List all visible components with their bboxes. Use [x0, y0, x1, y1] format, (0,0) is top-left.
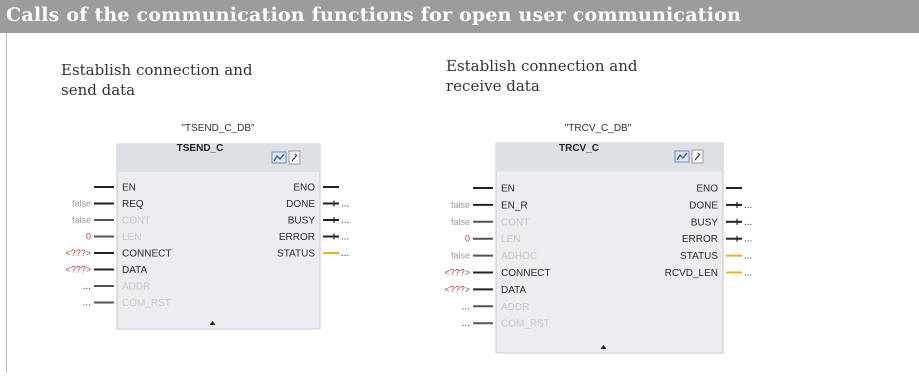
left-output-pin-error: ERROR	[279, 232, 315, 243]
wrench-icon	[288, 150, 301, 165]
right-input-value-addr: ...	[462, 301, 470, 312]
left-input-value-addr: ...	[83, 281, 91, 292]
right-input-value-en_r: false	[451, 200, 470, 210]
right-input-pin-data: DATA	[501, 285, 527, 296]
right-output-pin-status: STATUS	[680, 251, 718, 262]
right-output-pin-error: ERROR	[682, 234, 718, 245]
left-output-value-done: ...	[341, 199, 349, 210]
right-input-value-com_rst: ...	[462, 318, 470, 329]
right-input-value-connect: <???>	[444, 268, 470, 278]
left-input-pin-req: REQ	[122, 199, 144, 210]
right-caption: Establish connection and receive data	[446, 56, 637, 96]
left-input-value-data: <???>	[65, 265, 91, 275]
right-input-pin-len: LEN	[501, 234, 520, 245]
left-caption-line1: Establish connection and	[61, 61, 253, 79]
right-function-block: "TRCV_C_DB"TRCV_CENEN_RfalseCONTfalseLEN…	[444, 123, 752, 354]
wrench-icon-glyph	[291, 153, 298, 162]
left-input-pin-data: DATA	[122, 265, 148, 276]
left-input-pin-connect: CONNECT	[122, 249, 171, 260]
right-input-pin-cont: CONT	[501, 217, 529, 228]
right-input-pin-connect: CONNECT	[501, 268, 550, 279]
left-input-pin-com_rst: COM_RST	[122, 298, 171, 309]
left-input-pin-en: EN	[122, 183, 136, 194]
right-input-pin-en: EN	[501, 184, 515, 195]
left-input-pin-addr: ADDR	[122, 282, 150, 293]
left-input-value-len: 0	[86, 232, 91, 242]
right-output-value-rcvd_len: ...	[744, 268, 752, 279]
left-output-pin-busy: BUSY	[288, 216, 316, 227]
right-input-pin-adhoc: ADHOC	[501, 251, 537, 262]
network-icon	[674, 150, 690, 163]
right-output-value-busy: ...	[744, 217, 752, 228]
page-title: Calls of the communication functions for…	[6, 4, 741, 26]
right-block-body	[495, 142, 724, 354]
title-bar: Calls of the communication functions for…	[0, 0, 919, 33]
right-block-type-label: TRCV_C	[559, 143, 599, 154]
right-input-pin-en_r: EN_R	[501, 200, 528, 211]
left-input-pin-len: LEN	[122, 232, 141, 243]
right-caption-line1: Establish connection and	[446, 57, 638, 75]
left-caption: Establish connection and send data	[61, 60, 252, 100]
right-output-pin-rcvd_len: RCVD_LEN	[665, 268, 718, 279]
network-icon-glyph	[676, 152, 688, 161]
left-instance-db-label: "TSEND_C_DB"	[181, 123, 255, 134]
left-output-value-busy: ...	[341, 215, 349, 226]
network-icon-glyph	[273, 153, 285, 162]
right-output-pin-eno: ENO	[696, 184, 718, 195]
network-icon	[271, 151, 287, 164]
left-output-value-error: ...	[341, 232, 349, 243]
left-block-body	[116, 143, 321, 330]
right-output-value-done: ...	[744, 200, 752, 211]
left-input-value-cont: false	[72, 215, 91, 225]
left-output-value-status: ...	[341, 248, 349, 259]
wrench-icon	[691, 149, 704, 164]
right-instance-db-label: "TRCV_C_DB"	[565, 123, 632, 134]
right-input-pin-addr: ADDR	[501, 302, 529, 313]
left-output-pin-eno: ENO	[293, 183, 315, 194]
left-input-value-req: false	[72, 199, 91, 209]
left-function-block: "TSEND_C_DB"TSEND_CENREQfalseCONTfalseLE…	[65, 123, 349, 330]
left-input-value-com_rst: ...	[83, 298, 91, 309]
right-output-value-error: ...	[744, 234, 752, 245]
left-input-value-connect: <???>	[65, 248, 91, 258]
right-output-pin-done: DONE	[689, 200, 718, 211]
left-caption-line2: send data	[61, 81, 136, 99]
right-input-value-adhoc: false	[451, 251, 470, 261]
left-output-pin-status: STATUS	[277, 249, 315, 260]
left-output-pin-done: DONE	[286, 199, 315, 210]
left-block-type-label: TSEND_C	[177, 143, 224, 154]
left-rule	[6, 33, 7, 373]
right-input-pin-com_rst: COM_RST	[501, 319, 550, 330]
right-output-value-status: ...	[744, 251, 752, 262]
right-input-value-cont: false	[451, 217, 470, 227]
left-expand-arrow-icon	[209, 321, 216, 325]
right-input-value-len: 0	[465, 234, 470, 244]
right-expand-arrow-icon	[600, 345, 607, 349]
left-input-pin-cont: CONT	[122, 216, 150, 227]
wrench-icon-glyph	[694, 152, 701, 161]
right-input-value-data: <???>	[444, 284, 470, 294]
right-output-pin-busy: BUSY	[691, 217, 719, 228]
right-caption-line2: receive data	[446, 77, 540, 95]
